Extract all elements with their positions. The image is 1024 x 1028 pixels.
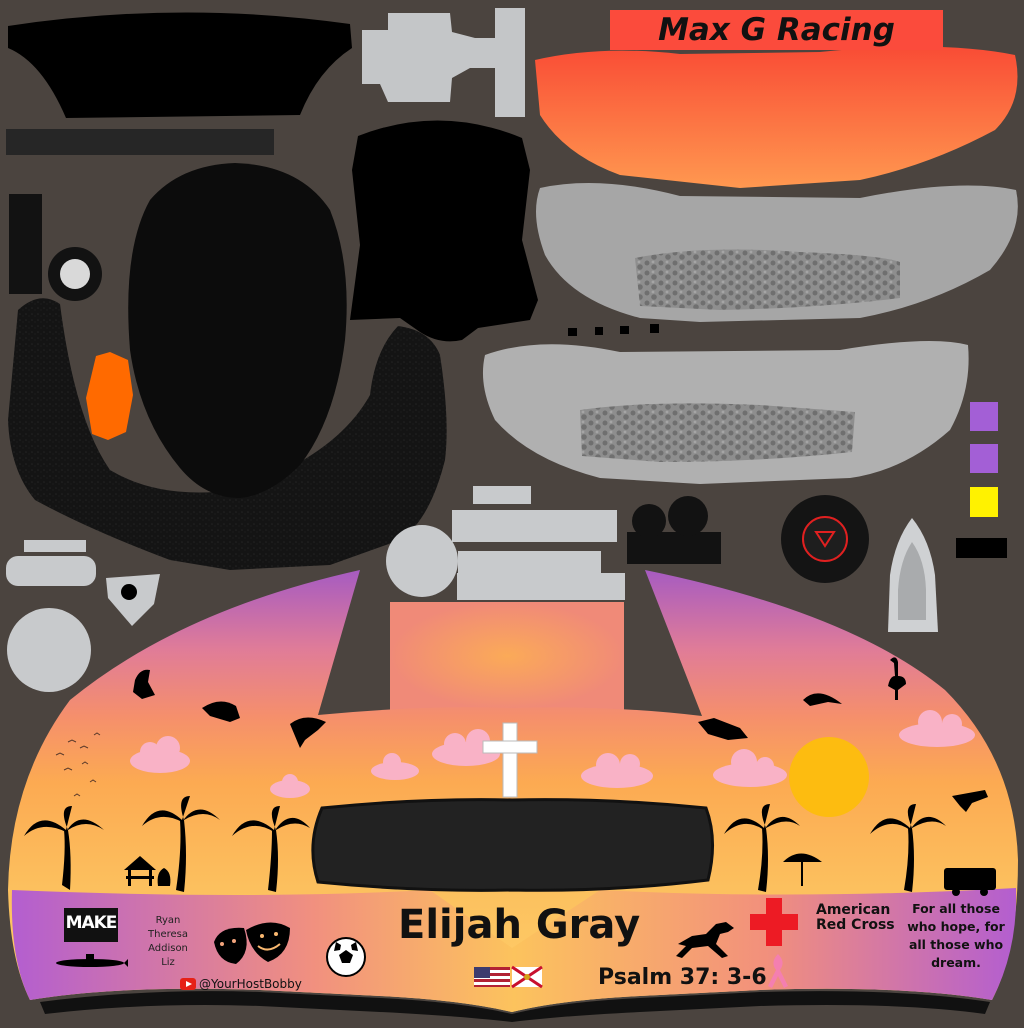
- airplane-icon: [952, 790, 988, 812]
- palm-tree-icon: [870, 804, 946, 892]
- mouth-vent: [311, 798, 715, 892]
- names-list: Ryan Theresa Addison Liz: [148, 915, 188, 968]
- grey-rect-b: [458, 551, 601, 573]
- palm-tree-icon: [232, 806, 310, 892]
- palm-tree-icon: [142, 796, 220, 892]
- grey-visor-top-speckle: [635, 249, 900, 310]
- sun-icon: [789, 737, 869, 817]
- purple-swatch-2: [970, 444, 998, 473]
- palm-trees: [24, 796, 996, 896]
- dark-knob-part: [627, 496, 721, 564]
- beach-umbrella-icon: [783, 853, 822, 886]
- dot: [595, 327, 603, 335]
- grey-rect-small: [473, 486, 531, 504]
- team-banner-label: Max G Racing: [658, 12, 895, 48]
- dark-strip: [6, 129, 274, 155]
- flamingo-icon: [888, 657, 906, 700]
- helmet-liner: [8, 298, 447, 570]
- verse-label: Psalm 37: 3-6: [598, 965, 767, 990]
- dot: [620, 326, 629, 334]
- black-swatch: [956, 538, 1007, 558]
- grey-bracket-small: [106, 574, 160, 626]
- grey-rect-c: [457, 573, 625, 600]
- orange-visor-strip: [535, 46, 1018, 188]
- ring-center: [60, 259, 90, 289]
- shark-icon: [290, 717, 326, 748]
- grey-bracket: [362, 8, 525, 117]
- grey-shield-inner: [898, 542, 926, 620]
- alligator-icon: [698, 718, 748, 740]
- pink-ribbon-icon: [768, 954, 788, 988]
- charity-text: American Red Cross: [816, 902, 895, 933]
- cloud-icon: [130, 736, 190, 773]
- helmet-shell: [128, 163, 347, 498]
- manatee-icon: [202, 701, 240, 722]
- team-banner-text: Max G Racing: [610, 10, 943, 50]
- bottom-black-edge: [40, 991, 990, 1022]
- grey-visor-bottom-speckle: [580, 403, 855, 462]
- plant-icon: [157, 868, 171, 886]
- dot: [568, 328, 577, 336]
- dot: [650, 324, 659, 333]
- chin-tab: [390, 602, 624, 710]
- grey-disc: [7, 608, 91, 692]
- orange-ear-pad: [86, 352, 133, 440]
- palm-tree-icon: [24, 806, 104, 890]
- small-dark-bar: [9, 194, 42, 294]
- vent-arrow-icon: [814, 531, 836, 548]
- cloud-icon: [371, 753, 419, 780]
- social-handle: @YourHostBobby: [199, 977, 302, 991]
- usa-flag-icon: [474, 967, 510, 987]
- cloud-icon: [713, 749, 787, 787]
- bus-icon: [944, 868, 996, 896]
- horse-icon: [676, 922, 734, 958]
- palm-tree-icon: [724, 804, 800, 892]
- quote-text: For all those who hope, for all those wh…: [907, 901, 1005, 970]
- red-cross-icon: [750, 898, 798, 946]
- cloud-icon: [899, 710, 975, 747]
- dolphin-icon: [803, 693, 842, 706]
- sponsor-logo: MAKE: [64, 908, 118, 942]
- vent-button: [781, 495, 869, 583]
- drama-masks-icon: [214, 922, 290, 964]
- cloud-icon: [581, 753, 653, 788]
- grey-clip: [6, 540, 96, 586]
- youtube-icon: [180, 978, 196, 990]
- florida-flag-icon: [511, 965, 543, 989]
- bracket-hole: [121, 584, 137, 600]
- yellow-swatch: [970, 487, 998, 517]
- charity-label: American Red Cross: [816, 903, 900, 933]
- birds-flock: [55, 732, 101, 797]
- soccer-ball-icon: [326, 937, 366, 977]
- seagull-icon: [133, 669, 155, 699]
- purple-swatch-1: [970, 402, 998, 431]
- cross-icon: [482, 722, 538, 798]
- neck-piece: [350, 120, 538, 342]
- tiki-hut-icon: [124, 856, 156, 886]
- driver-name: Elijah Gray: [398, 902, 641, 948]
- grey-rect-a: [452, 510, 617, 542]
- submarine-icon: [56, 954, 128, 967]
- grey-circle: [386, 525, 458, 597]
- clouds: [130, 710, 975, 798]
- cloud-icon: [270, 774, 310, 798]
- top-black-panel: [8, 12, 352, 118]
